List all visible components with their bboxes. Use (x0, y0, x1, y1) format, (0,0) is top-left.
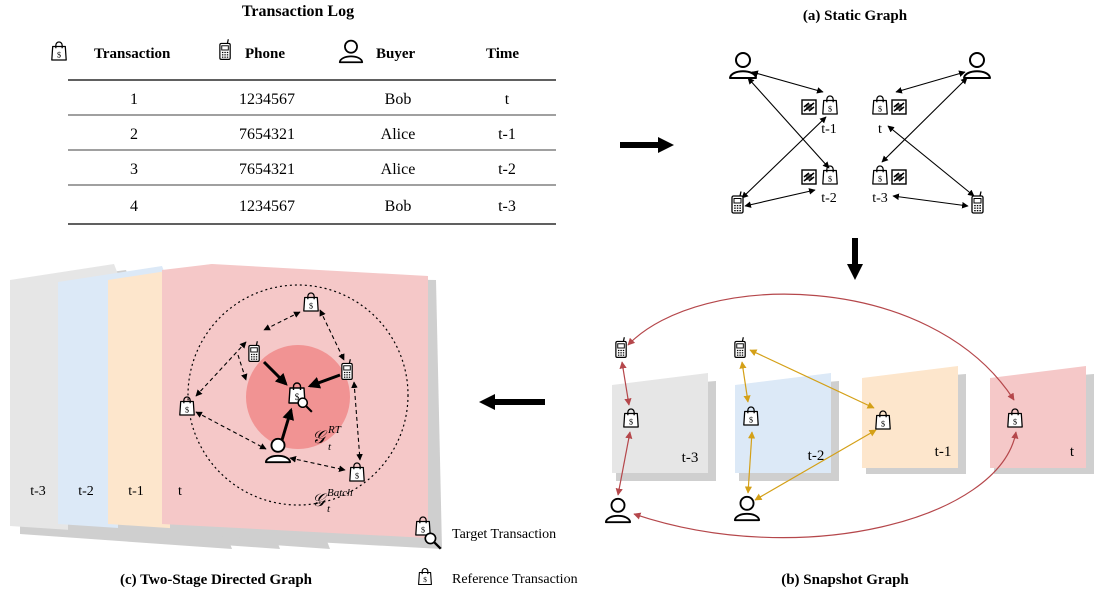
static-edge (881, 77, 968, 163)
card-icon (801, 99, 817, 115)
table-cell: 4 (130, 198, 138, 215)
card-icon (891, 169, 907, 185)
buyer-node-icon (729, 52, 757, 79)
static-edge (744, 188, 816, 208)
phone-node-icon (971, 190, 984, 214)
static-edge (741, 116, 827, 199)
snapshot-label: t-1 (935, 444, 952, 460)
realtime-edge (280, 407, 294, 441)
transaction-node-icon (872, 165, 888, 185)
snapshot-gold-edge (754, 429, 877, 501)
snapshot-graph-title: (b) Snapshot Graph (781, 572, 909, 588)
table-cell: 3 (130, 161, 138, 178)
snapshot-red-edge (615, 431, 633, 496)
table-cell: t-2 (498, 161, 516, 178)
snapshot-gold-edge (744, 431, 756, 494)
table-cell: Bob (385, 198, 412, 215)
realtime-graph-label: 𝒢 RT t (312, 424, 342, 453)
phone-icon (219, 38, 231, 61)
phone-node-icon (615, 336, 627, 359)
static-label: t (878, 122, 882, 137)
layer-label: t (178, 484, 182, 499)
transaction-node-icon (872, 95, 888, 115)
batch-edge (351, 381, 363, 461)
static-label: t-3 (872, 191, 888, 206)
table-cell: 1 (130, 91, 138, 108)
static-edge (751, 70, 824, 94)
snapshot-red-edge (627, 293, 1015, 401)
header-transaction: Transaction (94, 46, 171, 62)
header-time: Time (486, 46, 519, 62)
snapshot-red-edge (619, 361, 632, 406)
transaction-node-icon (822, 95, 838, 115)
svg-text:RT: RT (327, 424, 342, 436)
buyer-node-icon (963, 52, 991, 79)
snapshot-label: t (1070, 444, 1075, 460)
buyer-node-icon (604, 497, 632, 524)
table-cell: Bob (385, 91, 412, 108)
two-stage-graph: t-3 t-2 t-1 t (10, 264, 442, 588)
reference-transaction-legend-icon (417, 567, 433, 586)
table-cell: Alice (381, 126, 416, 143)
batch-edge (237, 354, 248, 381)
table-cell: 1234567 (239, 198, 295, 215)
batch-edge (195, 411, 267, 450)
snapshot-graph: t-3 t-2 t-1 t (b) Snapshot Graph (604, 293, 1094, 588)
table-cell: t-3 (498, 198, 516, 215)
table-cell: 7654321 (239, 126, 295, 143)
static-graph-title: (a) Static Graph (803, 8, 908, 24)
batch-edge (289, 456, 346, 472)
table-cell: Alice (381, 161, 416, 178)
table-cell: t (505, 91, 510, 108)
shopping-bag-icon (51, 41, 67, 61)
card-icon (801, 169, 817, 185)
layer-label: t-1 (128, 484, 144, 499)
table-cell: 2 (130, 126, 138, 143)
realtime-edge (262, 360, 288, 386)
batch-graph-label: 𝒢 Batch t (312, 487, 353, 515)
snapshot-red-edge (633, 431, 1019, 539)
svg-text:𝒢: 𝒢 (312, 490, 328, 510)
transaction-log-table: Transaction Log Transaction Phone Buyer … (51, 3, 556, 225)
svg-text:t: t (328, 441, 332, 453)
batch-circle (187, 284, 409, 506)
static-edge (895, 70, 966, 94)
legend-reference-label: Reference Transaction (452, 572, 578, 587)
flow-arrow-right (620, 137, 674, 153)
legend: Target Transaction Reference Transaction (415, 516, 578, 587)
static-edge (892, 193, 969, 209)
two-stage-graph-title: (c) Two-Stage Directed Graph (120, 572, 313, 588)
phone-node-icon (731, 190, 744, 214)
legend-target-label: Target Transaction (452, 527, 556, 542)
header-buyer: Buyer (376, 46, 416, 62)
static-graph: (a) Static Graph t-1 t t-2 t-3 (729, 8, 991, 214)
snapshot-gold-edge (739, 361, 751, 403)
svg-text:𝒢: 𝒢 (312, 427, 328, 447)
header-phone: Phone (245, 46, 285, 62)
realtime-edge (307, 373, 341, 389)
snapshot-label: t-3 (682, 450, 699, 466)
svg-text:t: t (327, 503, 331, 515)
layer-label: t-3 (30, 484, 46, 499)
batch-edge (195, 341, 247, 397)
table-cell: 1234567 (239, 91, 295, 108)
static-edge (887, 125, 975, 197)
table-cell: t-1 (498, 126, 516, 143)
flow-arrow-left (479, 394, 545, 410)
flow-arrow-down (847, 238, 863, 280)
table-cell: 7654321 (239, 161, 295, 178)
svg-text:Batch: Batch (327, 487, 353, 499)
phone-node-icon (734, 336, 746, 359)
person-icon (338, 39, 364, 64)
card-icon (891, 99, 907, 115)
table-title: Transaction Log (242, 3, 354, 20)
static-label: t-2 (821, 191, 837, 206)
static-edge (747, 77, 830, 169)
static-label: t-1 (821, 122, 837, 137)
batch-edge (319, 309, 345, 361)
layer-label: t-2 (78, 484, 94, 499)
transaction-node-icon (822, 165, 838, 185)
snapshot-gold-edge (749, 349, 875, 409)
